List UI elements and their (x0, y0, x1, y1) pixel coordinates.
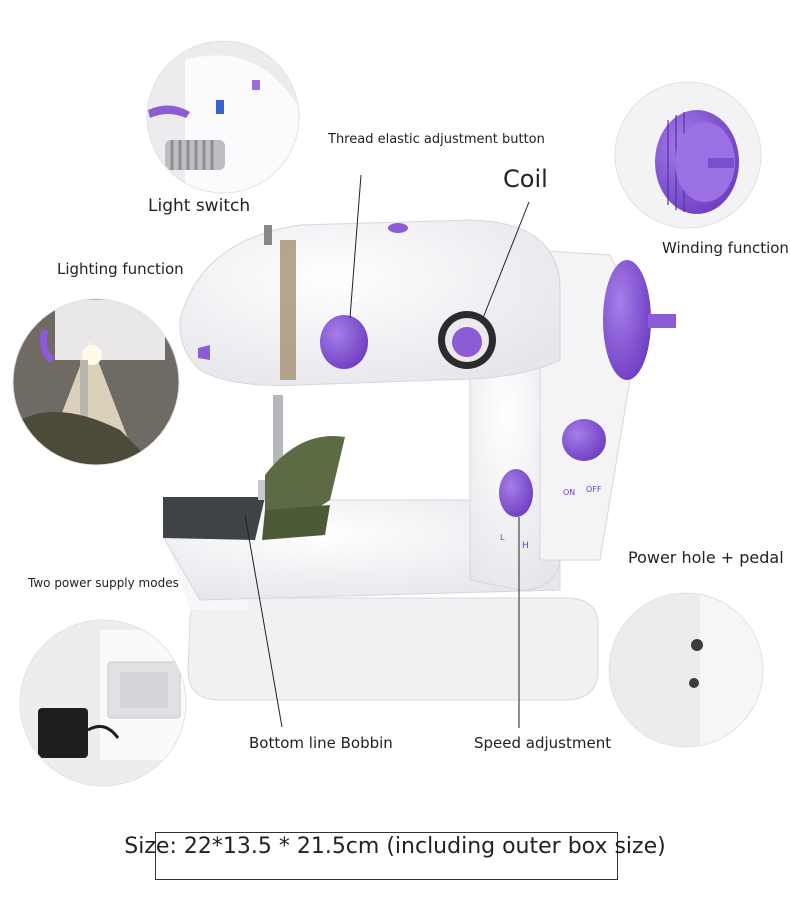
power-hole-label: Power hole + pedal (628, 548, 784, 567)
thread-elastic-label: Thread elastic adjustment button (328, 132, 545, 147)
light-switch-inset (147, 41, 299, 193)
sewing-machine (163, 219, 676, 701)
lighting-inset (13, 299, 179, 465)
bottom-bobbin-label: Bottom line Bobbin (249, 734, 393, 752)
winding-inset (615, 82, 761, 228)
switch-off-label: OFF (586, 485, 602, 494)
switch-on-label: ON (563, 488, 576, 497)
light-switch-label: Light switch (148, 196, 251, 216)
power-hole-inset (609, 593, 763, 747)
size-caption-box (155, 832, 618, 880)
leader-lines (244, 174, 530, 728)
size-caption: Size: 22*13.5 * 21.5cm (including outer … (124, 834, 666, 859)
two-power-label: Two power supply modes (28, 576, 179, 590)
speed-low-label: L (500, 533, 505, 542)
power-supply-inset (20, 620, 186, 786)
speed-high-label: H (522, 541, 529, 551)
lighting-label: Lighting function (57, 260, 184, 278)
winding-label: Winding function (662, 239, 789, 257)
speed-label: Speed adjustment (474, 734, 612, 752)
coil-label: Coil (503, 165, 548, 193)
